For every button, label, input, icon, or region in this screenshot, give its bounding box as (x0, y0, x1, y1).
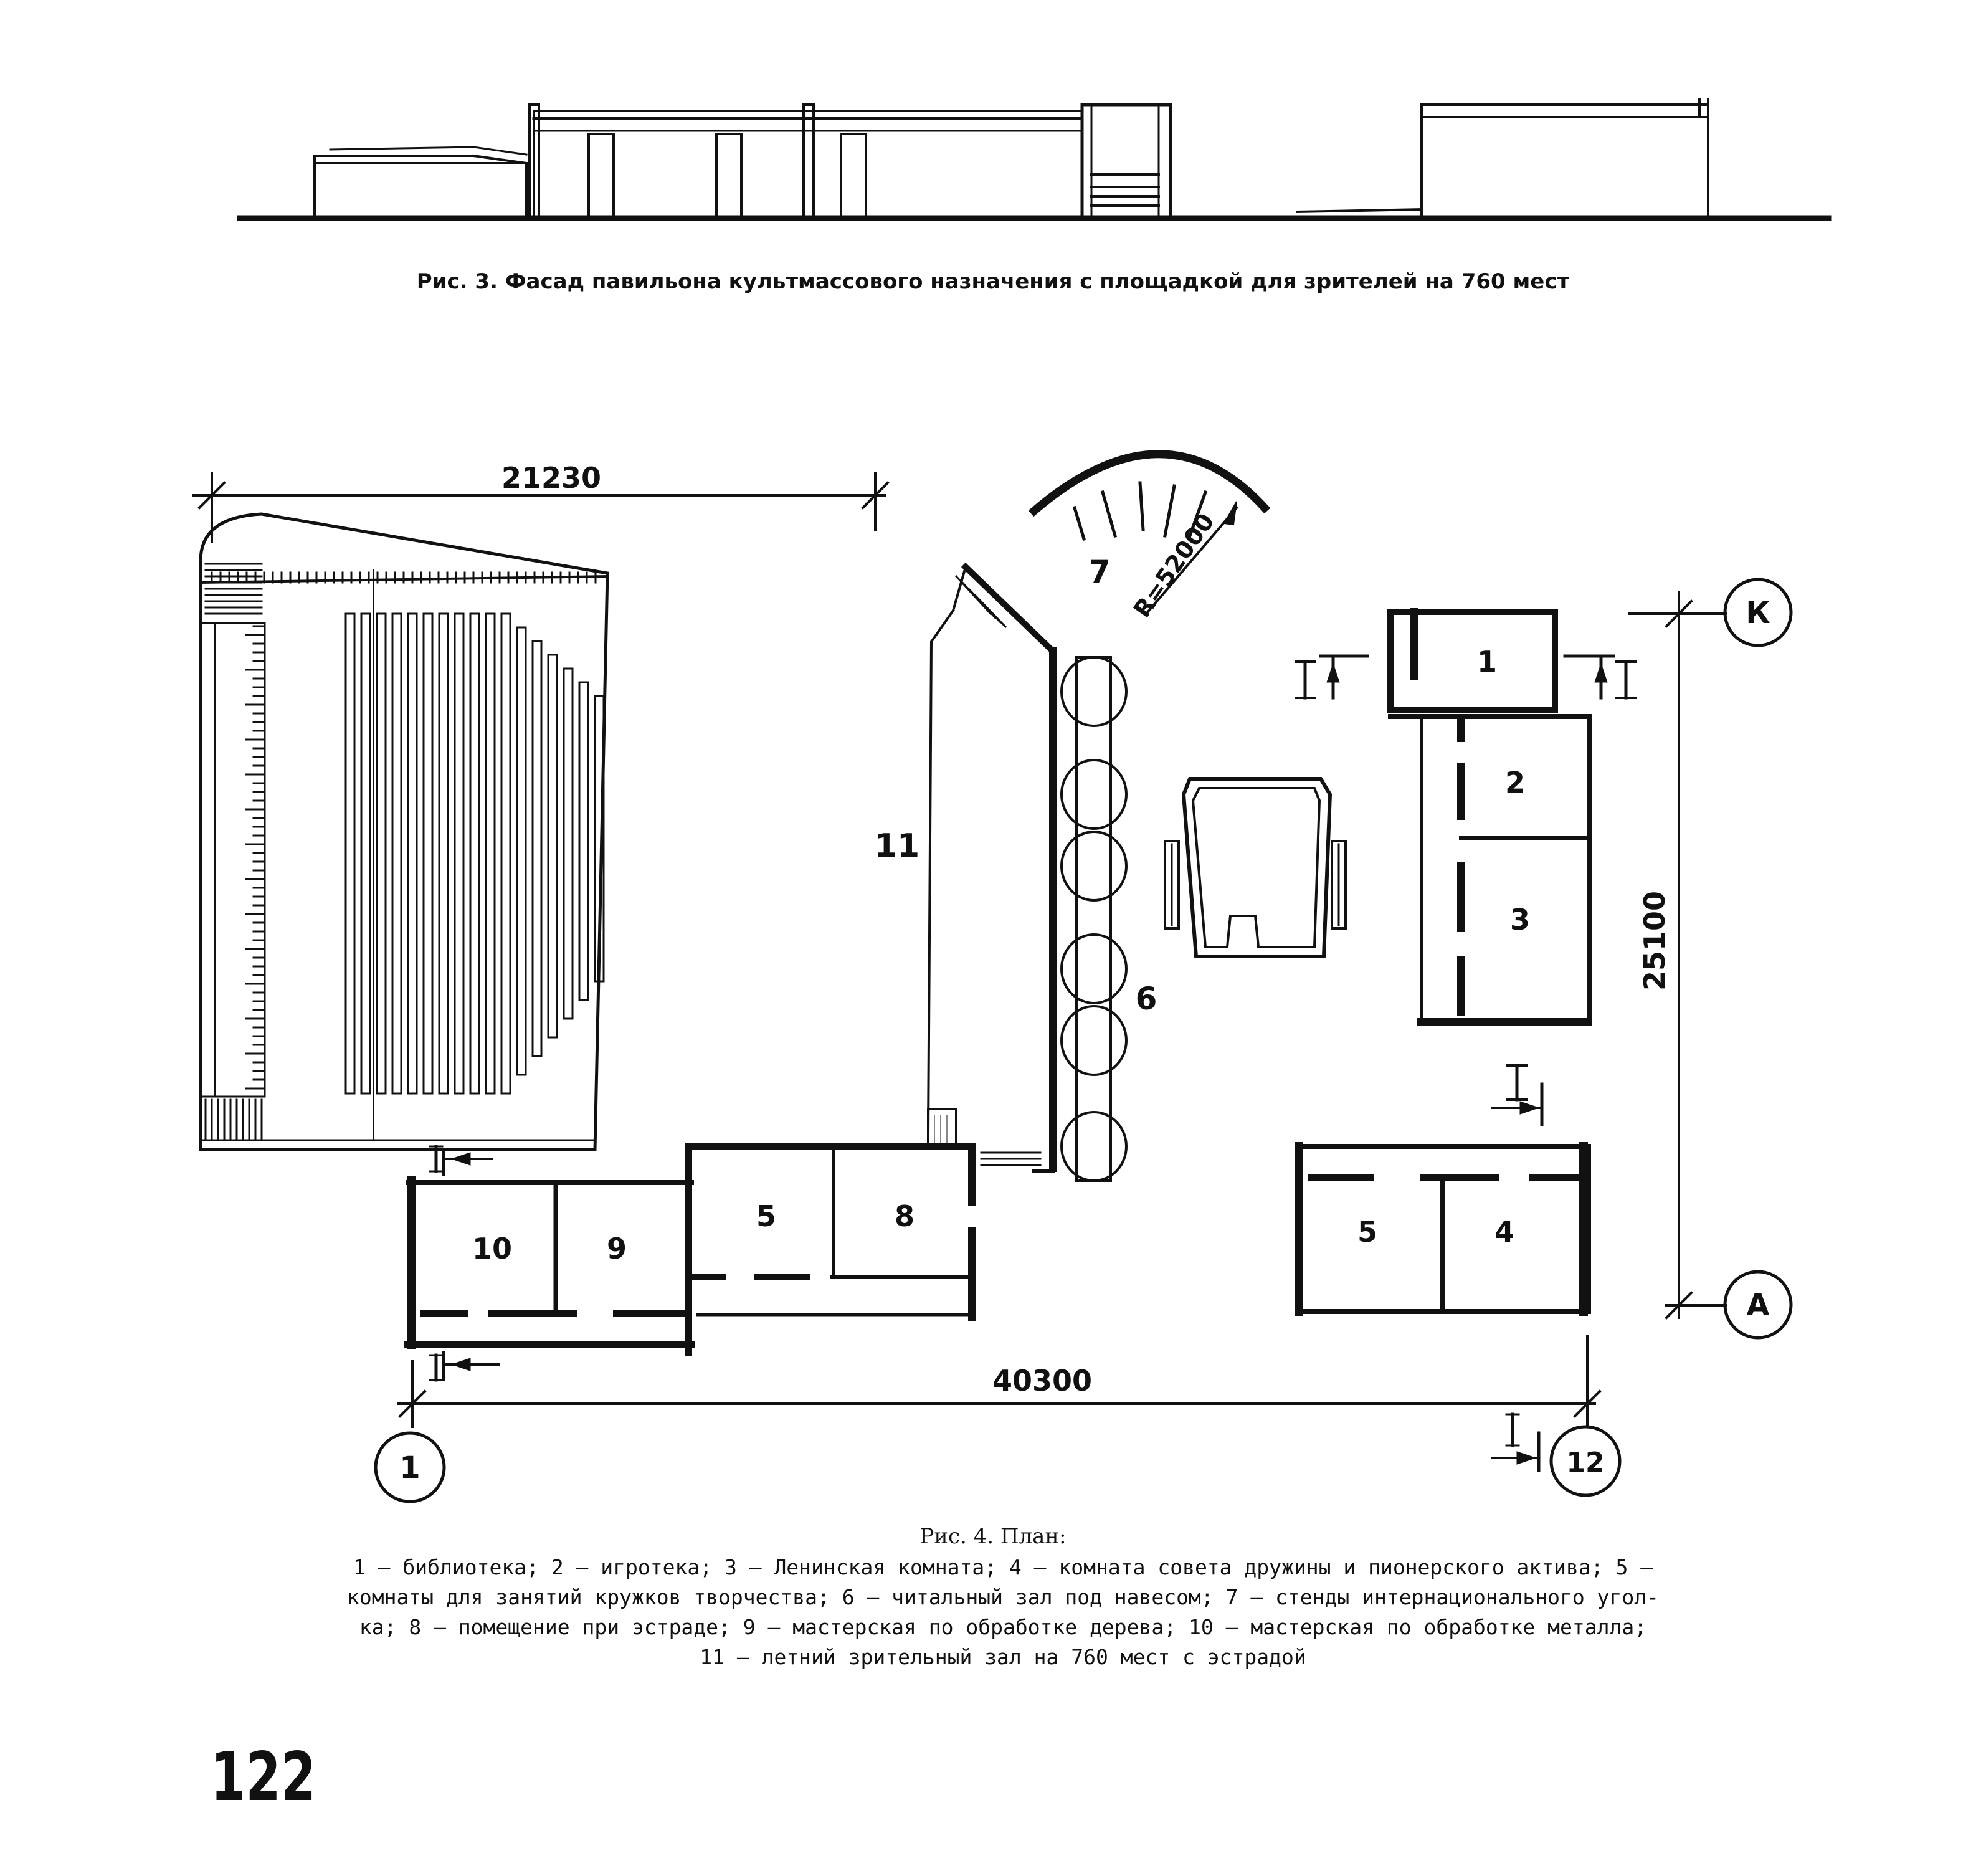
room-label-7: 7 (1089, 554, 1111, 590)
dim-25100-label: 25100 (1638, 891, 1671, 991)
seat-row (563, 667, 574, 1020)
legend-line: 1 – библиотека; 2 – игротека; 3 – Ленинс… (353, 1555, 1653, 1579)
figure-4-legend: 1 – библиотека; 2 – игротека; 3 – Ленинс… (218, 1553, 1788, 1672)
dimension-21230 (192, 472, 890, 543)
reading-hall-6 (1060, 656, 1128, 1182)
page-number: 122 (211, 1738, 316, 1816)
dimension-40300 (397, 1335, 1602, 1472)
room-label-11: 11 (875, 827, 919, 865)
dimension-25100 (1628, 591, 1727, 1320)
room-label-1: 1 (1477, 645, 1497, 679)
seat-row (531, 640, 543, 1057)
seat-row (407, 612, 418, 1095)
rooms-5-4 (1295, 1064, 1591, 1316)
rooms-10-9 (404, 1145, 695, 1382)
dim-21230-label: 21230 (501, 461, 601, 495)
seat-row (547, 654, 558, 1039)
rooms-5-8 (685, 1143, 976, 1356)
seat-row (344, 612, 356, 1095)
central-kiosk (1164, 777, 1347, 958)
room-label-5-right: 5 (1357, 1215, 1377, 1249)
auditorium-11 (199, 512, 609, 1151)
seat-row (485, 612, 496, 1095)
seat-row (391, 612, 402, 1095)
seat-row (469, 612, 480, 1095)
room-label-9: 9 (607, 1232, 627, 1265)
stage-corridor (926, 562, 1058, 1173)
room-label-8: 8 (895, 1199, 915, 1233)
room-label-2: 2 (1505, 766, 1525, 799)
facade-elevation (237, 98, 1832, 221)
seat-row (376, 612, 387, 1095)
room-label-3: 3 (1510, 903, 1530, 936)
seat-row (500, 612, 511, 1095)
room-1 (1295, 608, 1637, 713)
room-label-5-middle: 5 (756, 1199, 776, 1233)
axis-k-label: К (1746, 596, 1770, 631)
axis-bubbles (374, 578, 1793, 1503)
rooms-2-3 (1388, 714, 1592, 1026)
legend-line: ка; 8 – помещение при эстраде; 9 – масте… (359, 1615, 1647, 1639)
legend-line: 11 – летний зрительный зал на 760 мест с… (700, 1645, 1306, 1669)
room-label-4: 4 (1494, 1215, 1514, 1249)
room-label-10: 10 (472, 1232, 512, 1265)
seat-row (516, 626, 527, 1076)
seat-row (360, 612, 371, 1095)
seat-row (594, 695, 605, 983)
seat-row (422, 612, 434, 1095)
axis-1-label: 1 (399, 1450, 420, 1485)
axis-12-label: 12 (1566, 1447, 1604, 1478)
seat-row (578, 681, 589, 1001)
room-label-6: 6 (1136, 981, 1157, 1017)
seat-row (438, 612, 449, 1095)
axis-a-label: А (1746, 1288, 1769, 1323)
dim-40300-label: 40300 (992, 1364, 1092, 1397)
figure-3-caption: Рис. 3. Фасад павильона культмассового н… (416, 269, 1570, 294)
figure-4-caption: Рис. 4. План: (919, 1524, 1067, 1549)
legend-line: комнаты для занятий кружков творчества; … (347, 1585, 1659, 1609)
stands-7 (1028, 450, 1271, 616)
seat-row (454, 612, 465, 1095)
